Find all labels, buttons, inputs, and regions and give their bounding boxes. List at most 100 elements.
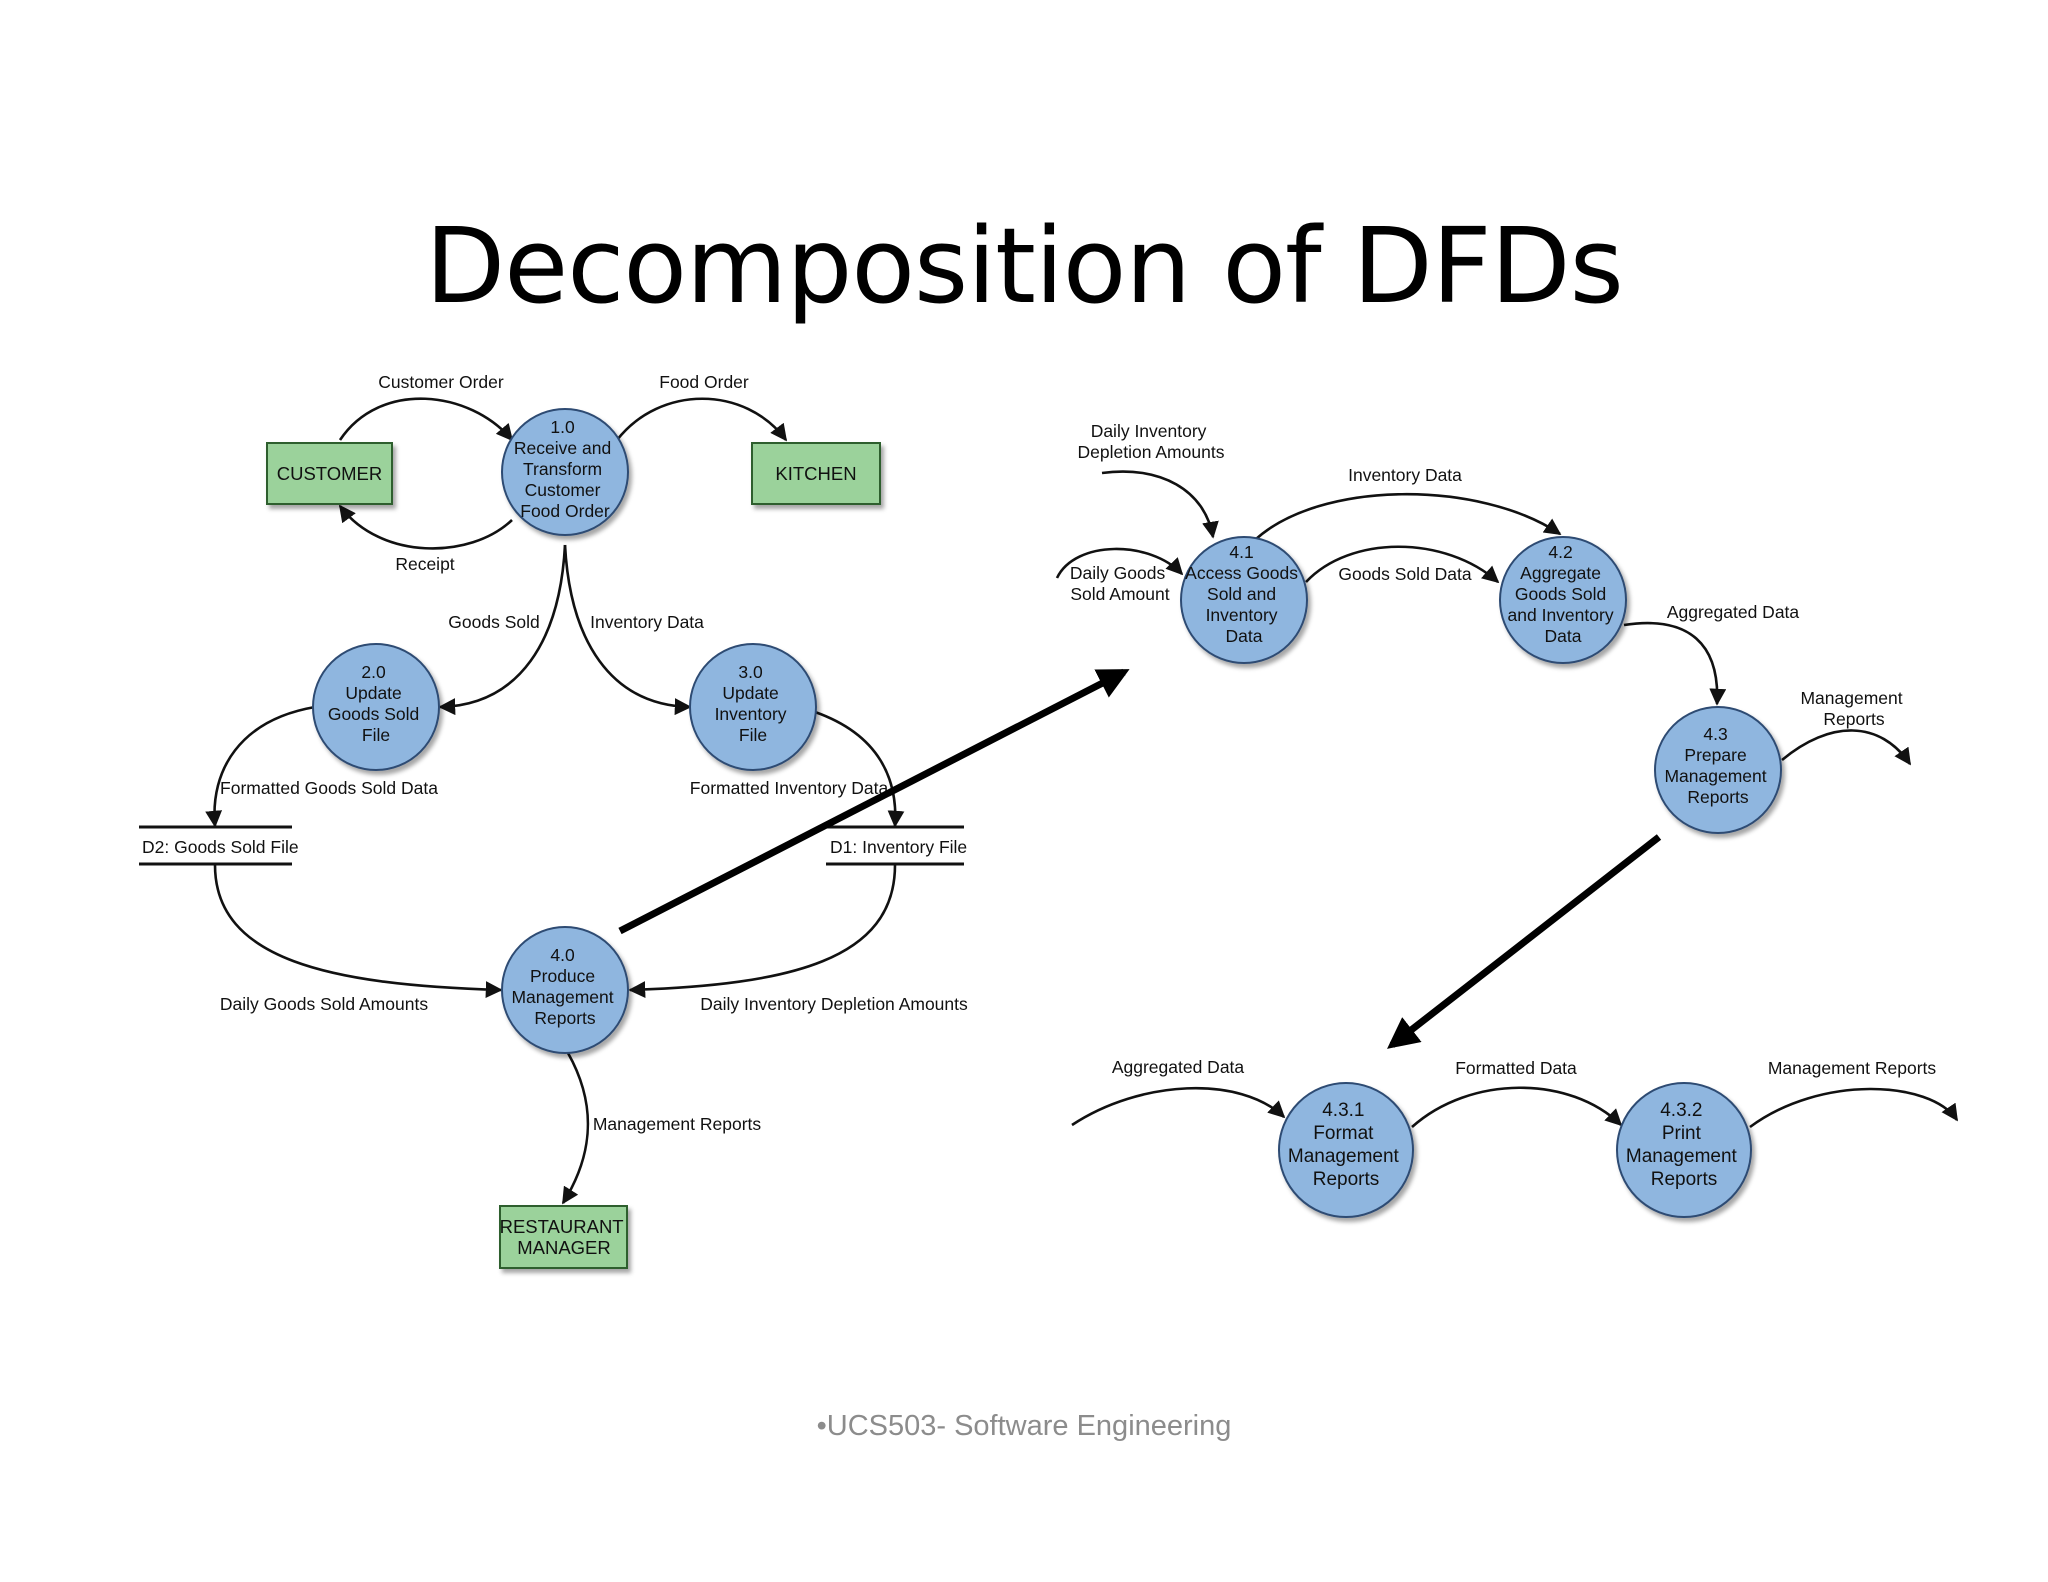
store-d2-label: D2: Goods Sold File (142, 837, 299, 857)
slide-title: Decomposition of DFDs (425, 205, 1624, 327)
flow-label-management-reports-l2: Management (1800, 688, 1902, 708)
flow-label-customer-order: Customer Order (378, 372, 504, 392)
svg-text:Daily Goods Sold Amount: Daily Goods Sold Amount (1070, 563, 1170, 604)
process-text-line: File (362, 725, 390, 745)
svg-text:Management Reports: Management Reports (1800, 688, 1907, 729)
svg-text:3.0 Update Invento: 3.0 Update Inventory File (715, 662, 792, 745)
flow-daily-goods-sold-amount-in (1055, 547, 1184, 579)
flow-formatted-inventory-data (814, 710, 905, 828)
flow-formatted-data-l3 (1411, 1086, 1623, 1128)
process-text-line: 4.0 (550, 945, 575, 965)
flow-inventory-data (563, 544, 692, 716)
process-text-line: Management (1626, 1146, 1738, 1167)
flow-label-daily-goods-sold-amount: Daily Goods (1070, 563, 1166, 583)
process-1-0: 1.0 Receive and Transform Customer Food … (501, 408, 629, 536)
process-text-line: Format (1313, 1123, 1374, 1144)
process-text-line: and Inventory (1508, 605, 1614, 625)
svg-text:2.0 Update Goods S: 2.0 Update Goods Sold File (328, 662, 424, 745)
flow-customer-order (338, 397, 514, 442)
flow-label-inventory-data: Inventory Data (590, 612, 704, 632)
flow-receipt (338, 504, 513, 550)
flow-label-aggregated-data-l2: Aggregated Data (1667, 602, 1800, 622)
process-3-0: 3.0 Update Inventory File (689, 643, 817, 771)
flow-label-formatted-goods-sold-data: Formatted Goods Sold Data (220, 778, 438, 798)
process-text-line: 4.3.2 (1660, 1100, 1702, 1121)
process-text-line: Goods Sold (1515, 584, 1606, 604)
process-text-line: 1.0 (550, 417, 575, 437)
process-text-line: 4.1 (1229, 542, 1253, 562)
process-text-line: Inventory (1206, 605, 1278, 625)
svg-text:4.3 Prepare Manage: 4.3 Prepare Management Reports (1664, 724, 1771, 807)
svg-text:4.2 Aggregate Good: 4.2 Aggregate Goods Sold and Inventory D… (1508, 542, 1619, 646)
entity-restaurant-manager: RESTAURANT MANAGER (499, 1205, 629, 1269)
store-d2-goods-sold-file: D2: Goods Sold File (139, 825, 299, 866)
entity-restaurant-manager-line: MANAGER (517, 1237, 611, 1258)
process-text-line: Inventory (715, 704, 787, 724)
flow-goods-sold-data-l2 (1305, 545, 1500, 584)
flow-goods-sold (438, 544, 567, 716)
flow-label-aggregated-data-l3: Aggregated Data (1112, 1057, 1245, 1077)
flow-label-food-order: Food Order (659, 372, 749, 392)
svg-text:4.0 Produce Manage: 4.0 Produce Management Reports (511, 945, 618, 1028)
process-text-line: Data (1226, 626, 1263, 646)
process-text-line: 4.3.1 (1322, 1100, 1364, 1121)
flow-inventory-data-l2 (1254, 492, 1562, 541)
process-text-line: 3.0 (738, 662, 763, 682)
entity-customer: CUSTOMER (266, 442, 393, 505)
flow-formatted-goods-sold-data (205, 705, 316, 828)
flow-management-reports (561, 1052, 590, 1205)
flow-label-management-reports: Management Reports (593, 1114, 762, 1134)
flow-label-management-reports-l2: Reports (1823, 709, 1885, 729)
flow-label-receipt: Receipt (395, 554, 454, 574)
process-text-line: Sold and (1207, 584, 1276, 604)
process-text-line: Reports (1687, 787, 1749, 807)
flow-daily-inventory-depletion-amounts (628, 864, 897, 998)
flow-label-management-reports-l3: Management Reports (1768, 1058, 1937, 1078)
process-2-0: 2.0 Update Goods Sold File (312, 643, 440, 771)
process-text-line: Print (1662, 1123, 1702, 1144)
flow-label-daily-goods-sold-amounts: Daily Goods Sold Amounts (220, 994, 428, 1014)
flow-aggregated-data-l2 (1623, 621, 1727, 706)
flow-management-reports-out-l2 (1781, 729, 1912, 766)
process-4-3-1: 4.3.1 Format Management Reports (1278, 1082, 1414, 1218)
entity-kitchen-label: KITCHEN (775, 463, 856, 484)
store-d1-label: D1: Inventory File (830, 837, 967, 857)
process-text-line: Update (722, 683, 778, 703)
flow-label-inventory-data-l2: Inventory Data (1348, 465, 1462, 485)
process-text-line: Produce (530, 966, 595, 986)
process-text-line: Customer (525, 480, 601, 500)
process-text-line: Prepare (1684, 745, 1746, 765)
svg-text:4.1 Access Goods S: 4.1 Access Goods Sold and Inventory Data (1185, 542, 1303, 646)
process-text-line: Management (511, 987, 613, 1007)
process-text-line: 4.3 (1703, 724, 1727, 744)
flow-label-daily-goods-sold-amount: Sold Amount (1070, 584, 1169, 604)
process-text-line: Reports (534, 1008, 596, 1028)
entity-restaurant-manager-line: RESTAURANT (500, 1216, 624, 1237)
process-text-line: 2.0 (361, 662, 386, 682)
process-text-line: Aggregate (1520, 563, 1601, 583)
flow-management-reports-out-l3 (1749, 1087, 1959, 1129)
process-text-line: Update (345, 683, 401, 703)
flow-label-daily-inventory-depletion-amounts-l2: Daily Inventory (1091, 421, 1207, 441)
svg-text:RESTAURANT MANAGER: RESTAURANT MANAGER (500, 1216, 629, 1258)
process-text-line: Management (1288, 1146, 1400, 1167)
flow-food-order (615, 397, 788, 442)
svg-text:4.3.2 Print Manage: 4.3.2 Print Management Reports (1626, 1100, 1742, 1190)
entity-kitchen: KITCHEN (751, 442, 881, 505)
process-4-2: 4.2 Aggregate Goods Sold and Inventory D… (1499, 536, 1627, 664)
svg-text:Daily Inventory Depletion: Daily Inventory Depletion Amounts (1078, 421, 1225, 462)
flow-aggregated-data-in-l3 (1071, 1086, 1286, 1127)
slide-footer: •UCS503- Software Engineering (816, 1410, 1232, 1442)
process-text-line: Receive and (514, 438, 611, 458)
flow-label-goods-sold-data-l2: Goods Sold Data (1338, 564, 1472, 584)
decomposition-arrow-4-3 (1387, 834, 1662, 1049)
flow-label-daily-inventory-depletion-amounts-l2: Depletion Amounts (1078, 442, 1225, 462)
process-4-1: 4.1 Access Goods Sold and Inventory Data (1180, 536, 1308, 664)
process-4-3: 4.3 Prepare Management Reports (1654, 706, 1782, 834)
process-text-line: Transform (523, 459, 602, 479)
process-text-line: Management (1664, 766, 1766, 786)
process-text-line: Access Goods (1185, 563, 1298, 583)
flow-label-formatted-inventory-data: Formatted Inventory Data (690, 778, 889, 798)
flow-daily-inventory-depletion-amounts-in (1101, 470, 1219, 539)
